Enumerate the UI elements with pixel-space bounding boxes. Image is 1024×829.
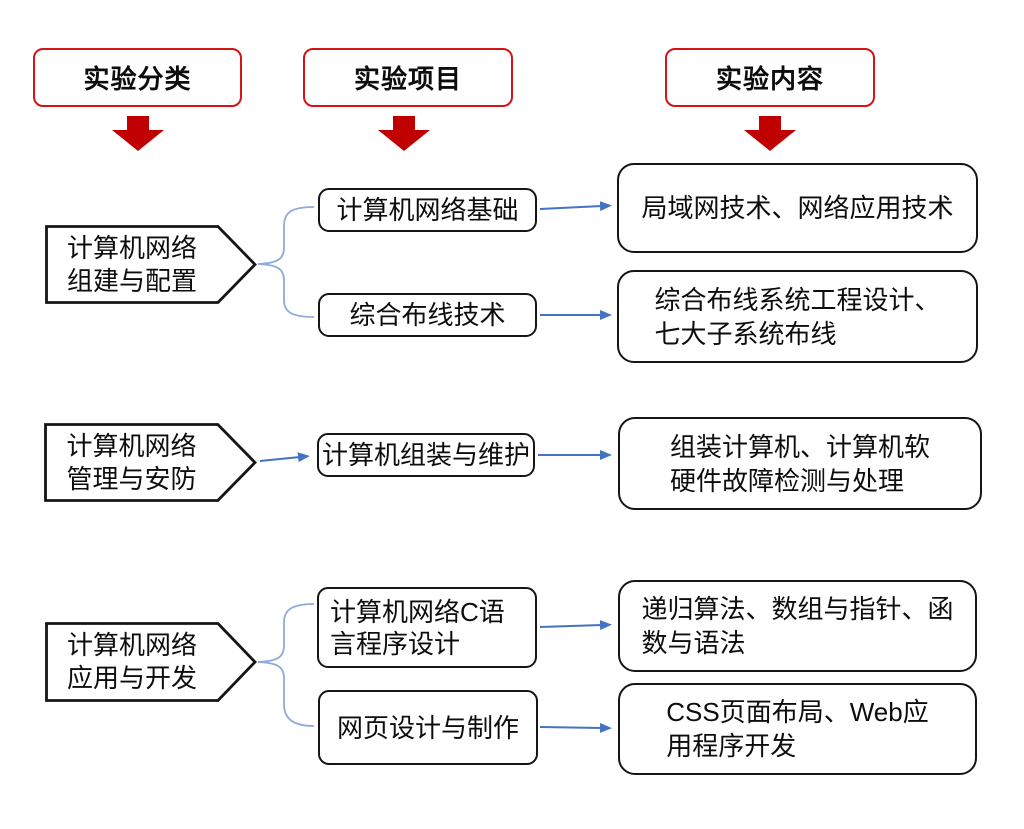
brace-row1-lower — [257, 263, 315, 318]
down-arrow-icon — [744, 116, 796, 151]
content-text-line2: 用程序开发 — [666, 731, 797, 761]
arrow-row2-category — [259, 452, 310, 463]
column-header-content: 实验内容 — [665, 48, 875, 107]
project-label-line1: 计算机网络C语 — [330, 596, 505, 627]
project-box-network-basics: 计算机网络基础 — [318, 188, 537, 232]
category-shape-network-management: 计算机网络 管理与安防 — [44, 423, 257, 502]
category-label-line2: 应用与开发 — [66, 663, 197, 693]
brace-row3-upper — [257, 603, 315, 663]
content-box-css-web: CSS页面布局、Web应 用程序开发 — [618, 683, 977, 775]
category-label-line2: 管理与安防 — [66, 463, 197, 494]
project-label: 计算机组装与维护 — [321, 440, 530, 470]
category-shape-network-setup: 计算机网络 组建与配置 — [45, 225, 257, 304]
content-box-cabling-design: 综合布线系统工程设计、 七大子系统布线 — [617, 270, 978, 363]
project-box-cabling: 综合布线技术 — [318, 293, 537, 337]
column-header-project-label: 实验项目 — [353, 64, 462, 94]
project-box-web-design: 网页设计与制作 — [318, 690, 538, 765]
project-label-line2: 言程序设计 — [330, 628, 461, 659]
brace-row3-lower — [257, 661, 315, 727]
category-label-line1: 计算机网络 — [66, 430, 197, 461]
project-box-c-programming: 计算机网络C语 言程序设计 — [317, 587, 537, 668]
project-label: 综合布线技术 — [349, 300, 506, 330]
down-arrow-icon — [112, 116, 164, 151]
category-label-line1: 计算机网络 — [66, 232, 197, 263]
arrow-row3-project1 — [539, 620, 612, 631]
arrow-row1-project1 — [539, 201, 612, 212]
category-shape-network-development: 计算机网络 应用与开发 — [45, 622, 257, 702]
column-header-content-label: 实验内容 — [715, 64, 824, 94]
content-text-line1: 递归算法、数组与指针、函 — [641, 594, 954, 624]
project-label: 计算机网络基础 — [336, 195, 519, 225]
column-header-project: 实验项目 — [303, 48, 513, 107]
down-arrow-icon — [378, 116, 430, 151]
project-box-assembly-maintenance: 计算机组装与维护 — [317, 433, 535, 477]
content-text-line1: CSS页面布局、Web应 — [666, 697, 929, 727]
content-box-lan-tech: 局域网技术、网络应用技术 — [617, 163, 978, 253]
content-text: 局域网技术、网络应用技术 — [641, 193, 954, 223]
content-text-line1: 综合布线系统工程设计、 — [654, 284, 941, 315]
category-label-line1: 计算机网络 — [66, 630, 197, 660]
category-label-line2: 组建与配置 — [66, 265, 197, 296]
brace-row1-upper — [257, 206, 315, 265]
column-header-category: 实验分类 — [33, 48, 242, 107]
content-text-line2: 数与语法 — [641, 628, 746, 658]
content-text-line1: 组装计算机、计算机软 — [669, 431, 930, 462]
content-text-line2: 七大子系统布线 — [654, 318, 837, 349]
column-header-category-label: 实验分类 — [83, 64, 192, 94]
content-text-line2: 硬件故障检测与处理 — [669, 465, 904, 496]
project-label: 网页设计与制作 — [336, 712, 519, 743]
arrow-row3-project2 — [539, 722, 612, 733]
content-box-assembly-faults: 组装计算机、计算机软 硬件故障检测与处理 — [618, 417, 982, 510]
content-box-algorithms: 递归算法、数组与指针、函 数与语法 — [618, 580, 977, 672]
